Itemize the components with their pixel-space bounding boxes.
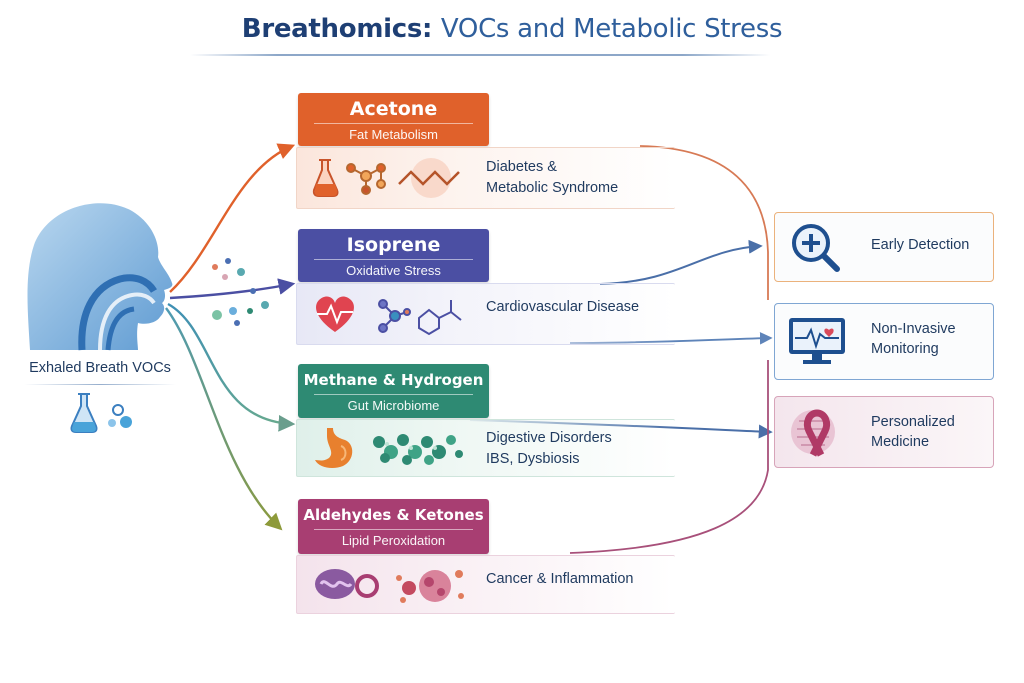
outcome-label-line: Medicine bbox=[871, 434, 930, 450]
condition-text: Digestive Disorders IBS, Dysbiosis bbox=[486, 428, 612, 470]
voc-aldehydes-ketones-header: Aldehydes & Ketones Lipid Peroxidation bbox=[298, 499, 489, 554]
outcome-early-detection: Early Detection bbox=[774, 212, 994, 282]
head-profile-icon bbox=[27, 203, 173, 351]
voc-name: Isoprene bbox=[346, 234, 441, 256]
condition-line: Digestive Disorders bbox=[486, 430, 612, 446]
voc-header-divider bbox=[314, 259, 473, 260]
outcome-label-line: Monitoring bbox=[871, 341, 939, 357]
molecule-icon bbox=[346, 163, 386, 195]
voc-subtitle: Lipid Peroxidation bbox=[341, 533, 446, 548]
acetone-icons bbox=[312, 158, 460, 198]
voc-isoprene-panel: Cardiovascular Disease bbox=[296, 283, 675, 345]
condition-line: IBS, Dysbiosis bbox=[486, 451, 580, 467]
voc-header-divider bbox=[314, 123, 473, 124]
outcome-label: Non-Invasive Monitoring bbox=[871, 319, 956, 359]
condition-text: Diabetes & Metabolic Syndrome bbox=[486, 157, 618, 199]
voc-isoprene-header: Isoprene Oxidative Stress bbox=[298, 229, 489, 282]
outcome-personalized-medicine: Personalized Medicine bbox=[774, 396, 994, 468]
title-underline bbox=[190, 54, 770, 56]
isoprene-icons bbox=[316, 296, 462, 336]
voc-aldehydes-ketones-panel: Cancer & Inflammation bbox=[296, 555, 675, 614]
skeletal-formula-icon bbox=[398, 158, 460, 198]
voc-name: Aldehydes & Ketones bbox=[303, 506, 484, 524]
magnifier-plus-icon bbox=[792, 224, 840, 272]
condition-line: Metabolic Syndrome bbox=[486, 180, 619, 196]
skeletal-formula-icon bbox=[418, 300, 462, 336]
voc-acetone-panel: Diabetes & Metabolic Syndrome bbox=[296, 147, 675, 209]
methane-hydrogen-icons bbox=[315, 428, 463, 468]
monitor-heartbeat-icon bbox=[789, 318, 845, 364]
breath-source-divider bbox=[24, 384, 176, 385]
voc-name: Acetone bbox=[349, 98, 438, 120]
cell-icon bbox=[315, 569, 379, 599]
breath-source-label: Exhaled Breath VOCs bbox=[29, 360, 171, 376]
bacteria-icon bbox=[373, 434, 463, 465]
breath-particles-icon bbox=[212, 258, 269, 326]
voc-subtitle: Gut Microbiome bbox=[347, 398, 440, 413]
outcome-label-line: Non-Invasive bbox=[871, 321, 956, 337]
voc-methane-hydrogen-header: Methane & Hydrogen Gut Microbiome bbox=[298, 364, 489, 418]
voc-name: Methane & Hydrogen bbox=[303, 371, 484, 389]
condition-line: Cardiovascular Disease bbox=[486, 299, 640, 315]
voc-subtitle: Oxidative Stress bbox=[346, 263, 441, 278]
aldehydes-ketones-icons bbox=[315, 569, 464, 603]
condition-line: Diabetes & bbox=[486, 159, 557, 175]
awareness-ribbon-icon bbox=[791, 409, 835, 457]
tumor-icon bbox=[396, 570, 464, 603]
flask-icon bbox=[70, 393, 132, 433]
outcome-label: Early Detection bbox=[871, 237, 970, 253]
flask-icon bbox=[312, 159, 339, 197]
heart-pulse-icon bbox=[316, 296, 354, 332]
title-part1: Breathomics: bbox=[241, 14, 433, 44]
molecule-icon bbox=[378, 299, 411, 333]
page-title: Breathomics: VOCs and Metabolic Stress bbox=[0, 14, 1024, 44]
voc-methane-hydrogen-panel: Digestive Disorders IBS, Dysbiosis bbox=[296, 419, 675, 477]
outcome-label: Personalized Medicine bbox=[871, 412, 955, 452]
condition-line: Cancer & Inflammation bbox=[486, 571, 634, 587]
voc-header-divider bbox=[314, 529, 473, 530]
voc-acetone-header: Acetone Fat Metabolism bbox=[298, 93, 489, 146]
stomach-icon bbox=[315, 428, 353, 468]
outcome-label-line: Personalized bbox=[871, 414, 955, 430]
condition-text: Cancer & Inflammation bbox=[486, 569, 633, 590]
voc-subtitle: Fat Metabolism bbox=[349, 127, 438, 142]
voc-header-divider bbox=[314, 394, 473, 395]
condition-text: Cardiovascular Disease bbox=[486, 297, 639, 318]
outcome-non-invasive-monitoring: Non-Invasive Monitoring bbox=[774, 303, 994, 380]
title-part2: VOCs and Metabolic Stress bbox=[440, 14, 783, 44]
